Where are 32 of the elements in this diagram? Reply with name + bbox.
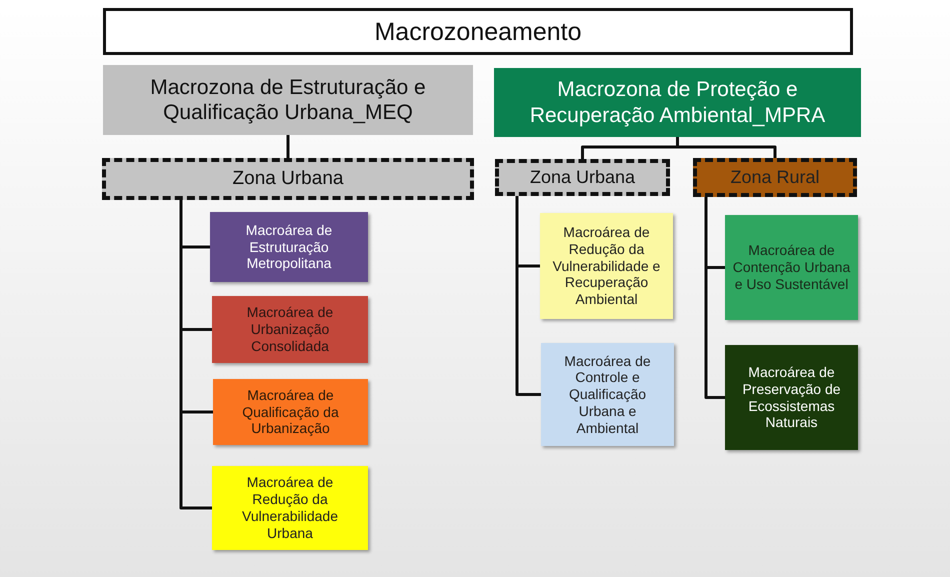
node-label: Macrozoneamento (374, 16, 582, 46)
node-label: Macroárea de Preservação de Ecossistemas Naturais (741, 364, 842, 432)
connector-line (180, 200, 212, 510)
macrozone-box (103, 65, 473, 135)
macroarea-box (540, 213, 673, 319)
zone-box (693, 158, 857, 197)
title-box (103, 8, 853, 55)
node-label: Macroárea de Redução da Vulnerabilidade Urbana (241, 474, 339, 542)
node-label: Macroárea de Qualificação da Urbanização (241, 386, 340, 438)
node-label: Zona Rural (730, 166, 820, 188)
node-label: Zona Urbana (232, 168, 344, 190)
macroarea-box (213, 379, 368, 445)
macrozone-box (494, 68, 861, 137)
node-label: Macrozona de Proteção e Recuperação Ambiental_MPRA (528, 77, 826, 128)
node-label: Macroárea de Estruturação Metropolitana (244, 222, 334, 272)
node-label: Macroárea de Urbanização Consolidada (246, 304, 334, 355)
macroarea-box (725, 215, 858, 320)
connector-line (676, 137, 776, 158)
node-label: Macroárea de Redução da Vulnerabilidade e Recuperação Ambiental (552, 224, 662, 308)
macroarea-box (212, 296, 368, 363)
zone-box (495, 159, 670, 196)
node-label: Zona Urbana (530, 166, 636, 188)
macroarea-box (212, 466, 368, 550)
connector-line (286, 135, 290, 158)
macroarea-box (210, 212, 368, 282)
connector-line (516, 196, 541, 396)
node-label: Macrozona de Estruturação e Qualificação Urbana_MEQ (149, 74, 427, 126)
node-label: Macroárea de Controle e Qualificação Urbana e Ambiental (563, 352, 652, 436)
macroarea-box (725, 345, 858, 450)
macroarea-box (541, 343, 674, 446)
zone-box (102, 158, 474, 200)
node-label: Macroárea de Contenção Urbana e Uso Sustentável (732, 242, 852, 293)
